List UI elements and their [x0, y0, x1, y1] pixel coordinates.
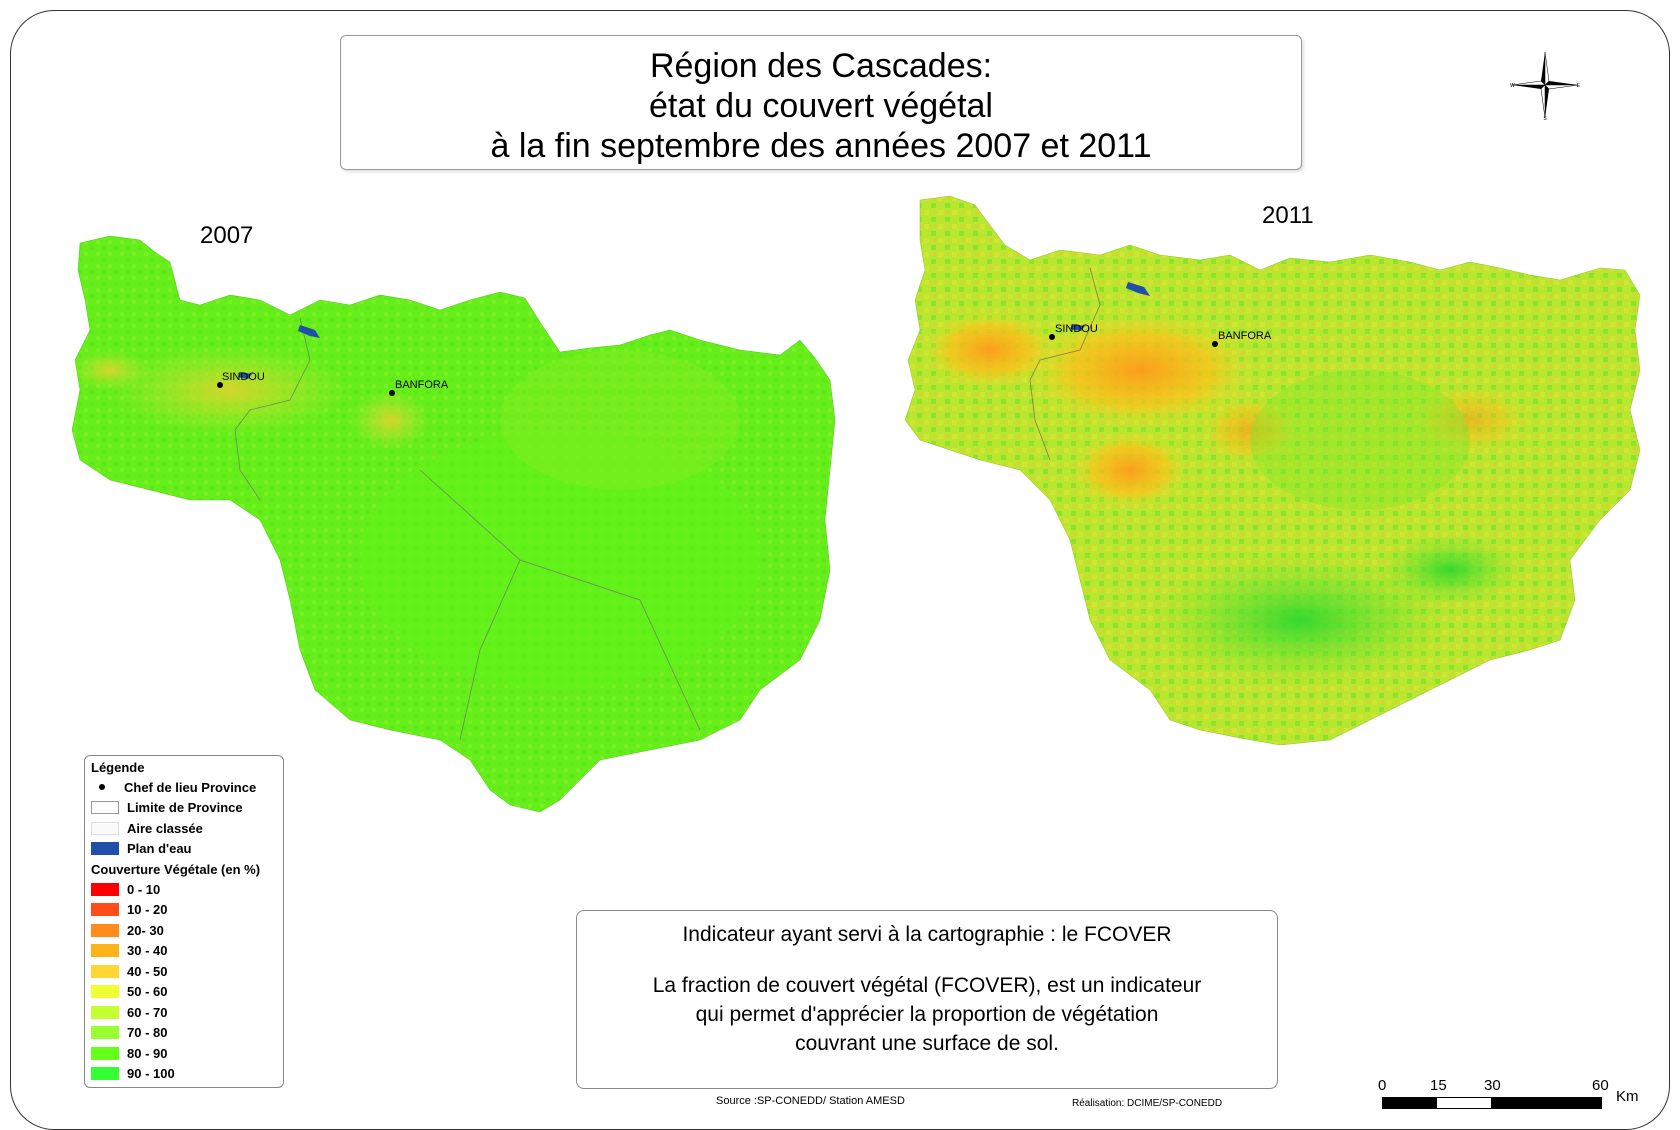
legend-class-swatch — [91, 1067, 119, 1081]
map-2011-banfora-label: BANFORA — [1218, 330, 1272, 342]
map-2011-sindou-label: SINDOU — [1055, 323, 1098, 335]
legend-class-label: 70 - 80 — [127, 1025, 168, 1041]
legend-couverture-title: Couverture Végétale (en %) — [91, 861, 261, 877]
legend-row-limite: Limite de Province — [91, 798, 277, 819]
map-2011-water — [1126, 282, 1150, 296]
legend-class-row: 70 - 80 — [91, 1023, 277, 1044]
legend-classes: 0 - 10 10 - 20 20- 30 30 - 40 40 - 50 50 - 60… — [91, 879, 277, 1084]
map-2011-province-boundary — [1029, 267, 1101, 461]
legend-class-label: 50 - 60 — [127, 984, 168, 1000]
legend-row-plan-eau: Plan d'eau — [91, 839, 277, 860]
map-2007: SINDOU BANFORA — [70, 235, 836, 813]
title-line-1: Région des Cascades: — [649, 47, 993, 85]
map-2011-sindou-dot — [1049, 334, 1055, 340]
legend-aire-label: Aire classée — [127, 820, 203, 836]
legend-class-label: 20- 30 — [127, 922, 164, 938]
scale-tick-0: 0 — [1378, 1077, 1387, 1094]
source-text: Source :SP-CONEDD/ Station AMESD — [716, 1095, 905, 1107]
plan-eau-swatch — [91, 842, 119, 856]
map-2007-sindou-dot — [217, 382, 223, 388]
map-2007-sindou-label: SINDOU — [222, 371, 265, 383]
legend: Légende Chef de lieu Province Limite de … — [84, 755, 284, 1088]
legend-class-label: 0 - 10 — [127, 881, 161, 897]
legend-class-label: 40 - 50 — [127, 963, 168, 979]
info-line-1: La fraction de couvert végétal (FCOVER),… — [652, 974, 1202, 997]
legend-class-row: 90 - 100 — [91, 1064, 277, 1085]
compass-rose-icon: N E W S — [1510, 50, 1580, 120]
map-2011: SINDOU BANFORA — [904, 195, 1641, 746]
legend-class-swatch — [91, 882, 119, 896]
scale-tick-60: 60 — [1592, 1077, 1609, 1094]
scale-segments — [1382, 1097, 1602, 1109]
scale-bar: 0 15 30 60 Km — [1378, 1077, 1648, 1109]
info-line-2: qui permet d'apprécier la proportion de … — [695, 1003, 1159, 1026]
scale-ticks: 0 15 30 60 — [1378, 1077, 1648, 1095]
info-body: La fraction de couvert végétal (FCOVER),… — [577, 971, 1277, 1058]
map-2007-year-label: 2007 — [200, 222, 254, 249]
compass-n: N — [1543, 50, 1547, 51]
legend-class-row: 20- 30 — [91, 920, 277, 941]
legend-class-swatch — [91, 964, 119, 978]
scale-tick-30: 30 — [1484, 1077, 1501, 1094]
legend-class-swatch — [91, 1026, 119, 1040]
legend-title: Légende — [91, 760, 145, 775]
legend-class-swatch — [91, 1005, 119, 1019]
legend-class-swatch — [91, 923, 119, 937]
title-line-3: à la fin septembre des années 2007 et 20… — [490, 127, 1152, 165]
legend-class-label: 10 - 20 — [127, 902, 168, 918]
scale-unit: Km — [1616, 1088, 1639, 1105]
legend-class-swatch — [91, 1046, 119, 1060]
legend-class-swatch — [91, 985, 119, 999]
legend-class-label: 80 - 90 — [127, 1045, 168, 1061]
legend-class-row: 0 - 10 — [91, 879, 277, 900]
compass-w: W — [1510, 83, 1515, 89]
compass-e: E — [1577, 83, 1580, 89]
legend-class-swatch — [91, 944, 119, 958]
legend-class-label: 60 - 70 — [127, 1004, 168, 1020]
map-2007-province-boundary — [234, 317, 701, 741]
limite-swatch — [91, 801, 119, 815]
legend-limite-label: Limite de Province — [127, 800, 243, 816]
legend-chef-lieu-label: Chef de lieu Province — [124, 779, 257, 795]
map-2007-banfora-label: BANFORA — [395, 379, 449, 391]
legend-class-row: 10 - 20 — [91, 900, 277, 921]
legend-class-row: 40 - 50 — [91, 961, 277, 982]
aire-swatch — [91, 821, 119, 835]
legend-plan-eau-label: Plan d'eau — [127, 841, 192, 857]
legend-class-swatch — [91, 903, 119, 917]
legend-class-label: 90 - 100 — [127, 1066, 175, 1082]
title-box: Région des Cascades: état du couvert vég… — [340, 35, 1302, 170]
legend-class-row: 50 - 60 — [91, 982, 277, 1003]
info-box: Indicateur ayant servi à la cartographie… — [576, 910, 1278, 1089]
realisation-text: Réalisation: DCIME/SP-CONEDD — [1072, 1098, 1223, 1109]
legend-class-row: 80 - 90 — [91, 1043, 277, 1064]
map-2007-water — [298, 325, 320, 338]
legend-class-label: 30 - 40 — [127, 943, 168, 959]
title-line-2: état du couvert végétal — [648, 87, 993, 125]
legend-class-row: 30 - 40 — [91, 941, 277, 962]
info-title: Indicateur ayant servi à la cartographie… — [682, 923, 1172, 946]
map-2007-banfora-dot — [389, 390, 395, 396]
map-2011-banfora-dot — [1212, 341, 1218, 347]
info-line-3: couvrant une surface de sol. — [795, 1032, 1059, 1055]
chef-lieu-dot-icon — [99, 784, 105, 791]
legend-row-chef-lieu: Chef de lieu Province — [91, 777, 277, 798]
scale-tick-15: 15 — [1430, 1077, 1447, 1094]
legend-class-row: 60 - 70 — [91, 1002, 277, 1023]
map-2011-year-label: 2011 — [1262, 202, 1314, 229]
legend-row-aire: Aire classée — [91, 818, 277, 839]
compass-s: S — [1543, 116, 1547, 120]
